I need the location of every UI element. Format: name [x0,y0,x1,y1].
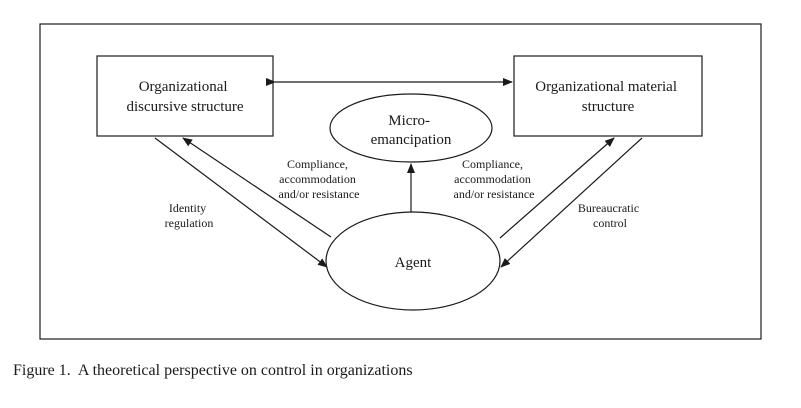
discursive-line-2: discursive structure [126,99,243,115]
micro-line-2: emancipation [371,132,452,148]
bureaucratic-control-arrow [500,137,643,268]
identity-regulation-label: Identity regulation [165,201,214,230]
compliance-left-line-3: and/or resistance [279,187,360,201]
material-structure-label: Organizational material structure [535,79,681,115]
compliance-left-line-1: Compliance, [287,157,348,171]
compliance-right-arrow [499,137,615,239]
compliance-right-label: Compliance, accommodation and/or resista… [454,157,535,201]
compliance-left-line-2: accommodation [279,172,356,186]
material-line-2: structure [582,99,635,115]
discursive-line-1: Organizational [139,79,228,95]
agent-line-1: Agent [395,255,432,271]
bureaucratic-control-label: Bureaucratic control [578,201,642,230]
material-structure-box [513,55,703,137]
bureaucratic-line-2: control [593,216,628,230]
discursive-structure-box [96,55,274,137]
identity-line-2: regulation [165,216,214,230]
compliance-left-label: Compliance, accommodation and/or resista… [279,157,360,201]
compliance-right-line-2: accommodation [454,172,531,186]
micro-emancipation-label: Micro- emancipation [371,113,452,148]
compliance-right-line-1: Compliance, [462,157,523,171]
diagram-frame [39,23,762,340]
control-diagram: Organizational discursive structure Orga… [39,23,762,340]
micro-emancipation-ellipse [329,93,493,163]
micro-line-1: Micro- [388,113,430,129]
agent-label: Agent [395,255,432,271]
identity-line-1: Identity [169,201,206,215]
material-line-1: Organizational material [535,79,677,95]
identity-regulation-arrow [154,137,328,268]
bureaucratic-line-1: Bureaucratic [578,201,639,215]
discursive-structure-label: Organizational discursive structure [126,79,243,115]
compliance-left-arrow [182,137,332,238]
figure-caption: Figure 1. A theoretical perspective on c… [13,362,413,379]
compliance-right-line-3: and/or resistance [454,187,535,201]
